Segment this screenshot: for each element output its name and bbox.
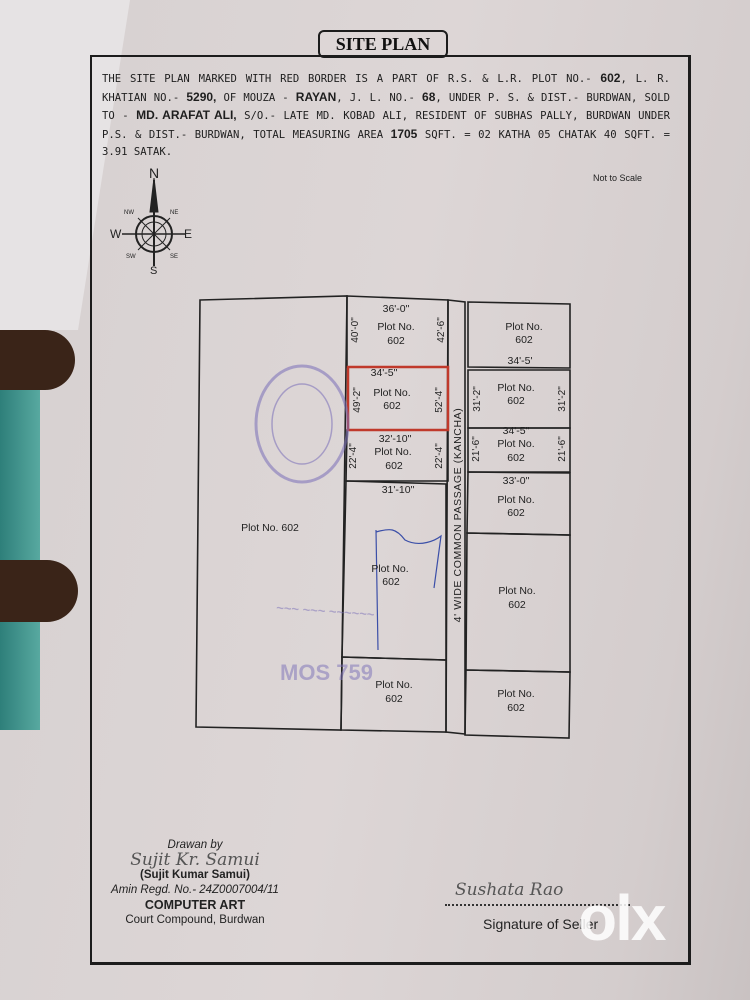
dim-label: 33'-0" — [503, 475, 530, 487]
seller-signature: Sushata Rao — [455, 880, 564, 900]
drawn-by-block: Drawan by Sujit Kr. Samui (Sujit Kumar S… — [100, 838, 290, 928]
finger — [0, 330, 75, 390]
drawn-by-label: Drawan by — [167, 839, 223, 851]
plot-label: Plot No. — [371, 563, 408, 575]
plot-number: 602 — [383, 400, 401, 412]
finger — [0, 560, 78, 622]
plot-label: Plot No. — [374, 446, 411, 458]
compass-n: N — [149, 165, 159, 181]
compass-icon — [122, 177, 186, 266]
plot-number: 602 — [515, 334, 533, 346]
seller-signature-label: Signature of Seller — [483, 916, 599, 932]
svg-text:MOS 759: MOS 759 — [280, 660, 373, 685]
amin-regd: Amin Regd. No.- 24Z0007004/11 — [111, 884, 279, 896]
dim-label: 31'-10" — [382, 484, 415, 496]
page-title: SITE PLAN — [318, 30, 448, 58]
firm-name: COMPUTER ART — [144, 898, 246, 912]
dim-label: 31'-2" — [472, 386, 483, 412]
plot-number: 602 — [382, 576, 400, 588]
dim-label: 42'-6" — [436, 317, 447, 343]
plot-label: Plot No. — [505, 321, 542, 333]
document-frame — [90, 55, 691, 965]
dim-label: 34'-5' — [507, 355, 532, 367]
plot-label: Plot No. — [377, 321, 414, 333]
dim-label: 22'-4" — [434, 443, 445, 469]
plot-right-1 — [467, 301, 571, 369]
not-to-scale-note: Not to Scale — [593, 173, 643, 183]
plot-right-3 — [467, 427, 571, 473]
plan-description: THE SITE PLAN MARKED WITH RED BORDER IS … — [102, 71, 670, 158]
dim-label: 21'-6" — [471, 436, 482, 462]
signature-line — [445, 904, 630, 906]
firm-address: Court Compound, Burdwan — [125, 914, 265, 926]
plot-number: 602 — [385, 460, 403, 472]
dim-label: 52'-4" — [434, 387, 445, 413]
plot-label: Plot No. — [497, 494, 534, 506]
plot-number: 602 — [507, 507, 525, 519]
compass-w: W — [110, 227, 122, 241]
dim-label: 21'-6" — [557, 436, 568, 462]
dim-label: 34'-5" — [503, 425, 530, 437]
compass-e: E — [184, 227, 192, 241]
dim-label: 31'-2" — [557, 386, 568, 412]
red-bordered-plot — [346, 365, 450, 432]
dim-label: 49'-2" — [352, 387, 363, 413]
drafter-signature: Sujit Kr. Samui — [130, 850, 260, 870]
plot-number: 602 — [507, 702, 525, 714]
dim-label: 36'-0" — [383, 303, 410, 315]
passage-label: 4' WIDE COMMON PASSAGE (KANCHA) — [452, 408, 464, 623]
plot-number: 602 — [507, 452, 525, 464]
background-edge — [0, 330, 40, 730]
dim-label: 22'-4" — [348, 443, 359, 469]
drafter-name: (Sujit Kumar Samui) — [140, 869, 250, 881]
seller-signature-block: Sushata Rao Signature of Seller — [445, 880, 645, 932]
plot-number: 602 — [507, 395, 525, 407]
plot-number: 602 — [387, 335, 405, 347]
plot-label: Plot No. — [375, 679, 412, 691]
compass-se: SE — [170, 254, 178, 260]
plot-label-big: Plot No. 602 — [241, 522, 299, 534]
compass-nw: NW — [124, 210, 134, 216]
pen-mark — [375, 529, 442, 651]
plot-label: Plot No. — [498, 585, 535, 597]
plot-label: Plot No. — [497, 688, 534, 700]
compass-ne: NE — [170, 210, 178, 216]
dim-label: 40'-0" — [350, 317, 361, 343]
plot-number: 602 — [508, 599, 526, 611]
plot-number: 602 — [385, 693, 403, 705]
plot-label: Plot No. — [497, 382, 534, 394]
olx-watermark: olx — [578, 882, 666, 954]
plot-right-6 — [464, 669, 571, 739]
compass-sw: SW — [126, 254, 136, 260]
plot-label: Plot No. — [373, 387, 410, 399]
compass-s: S — [150, 265, 157, 277]
govt-stamp — [254, 364, 350, 484]
plot-label: Plot No. — [497, 438, 534, 450]
dim-label: 32'-10" — [379, 433, 412, 445]
svg-text:~~~ ~~~ ~~~~~~: ~~~ ~~~ ~~~~~~ — [276, 600, 376, 622]
dim-label: 34'-5" — [371, 367, 398, 379]
ink-stamp: ~~~ ~~~ ~~~~~~ MOS 759 — [276, 600, 376, 685]
